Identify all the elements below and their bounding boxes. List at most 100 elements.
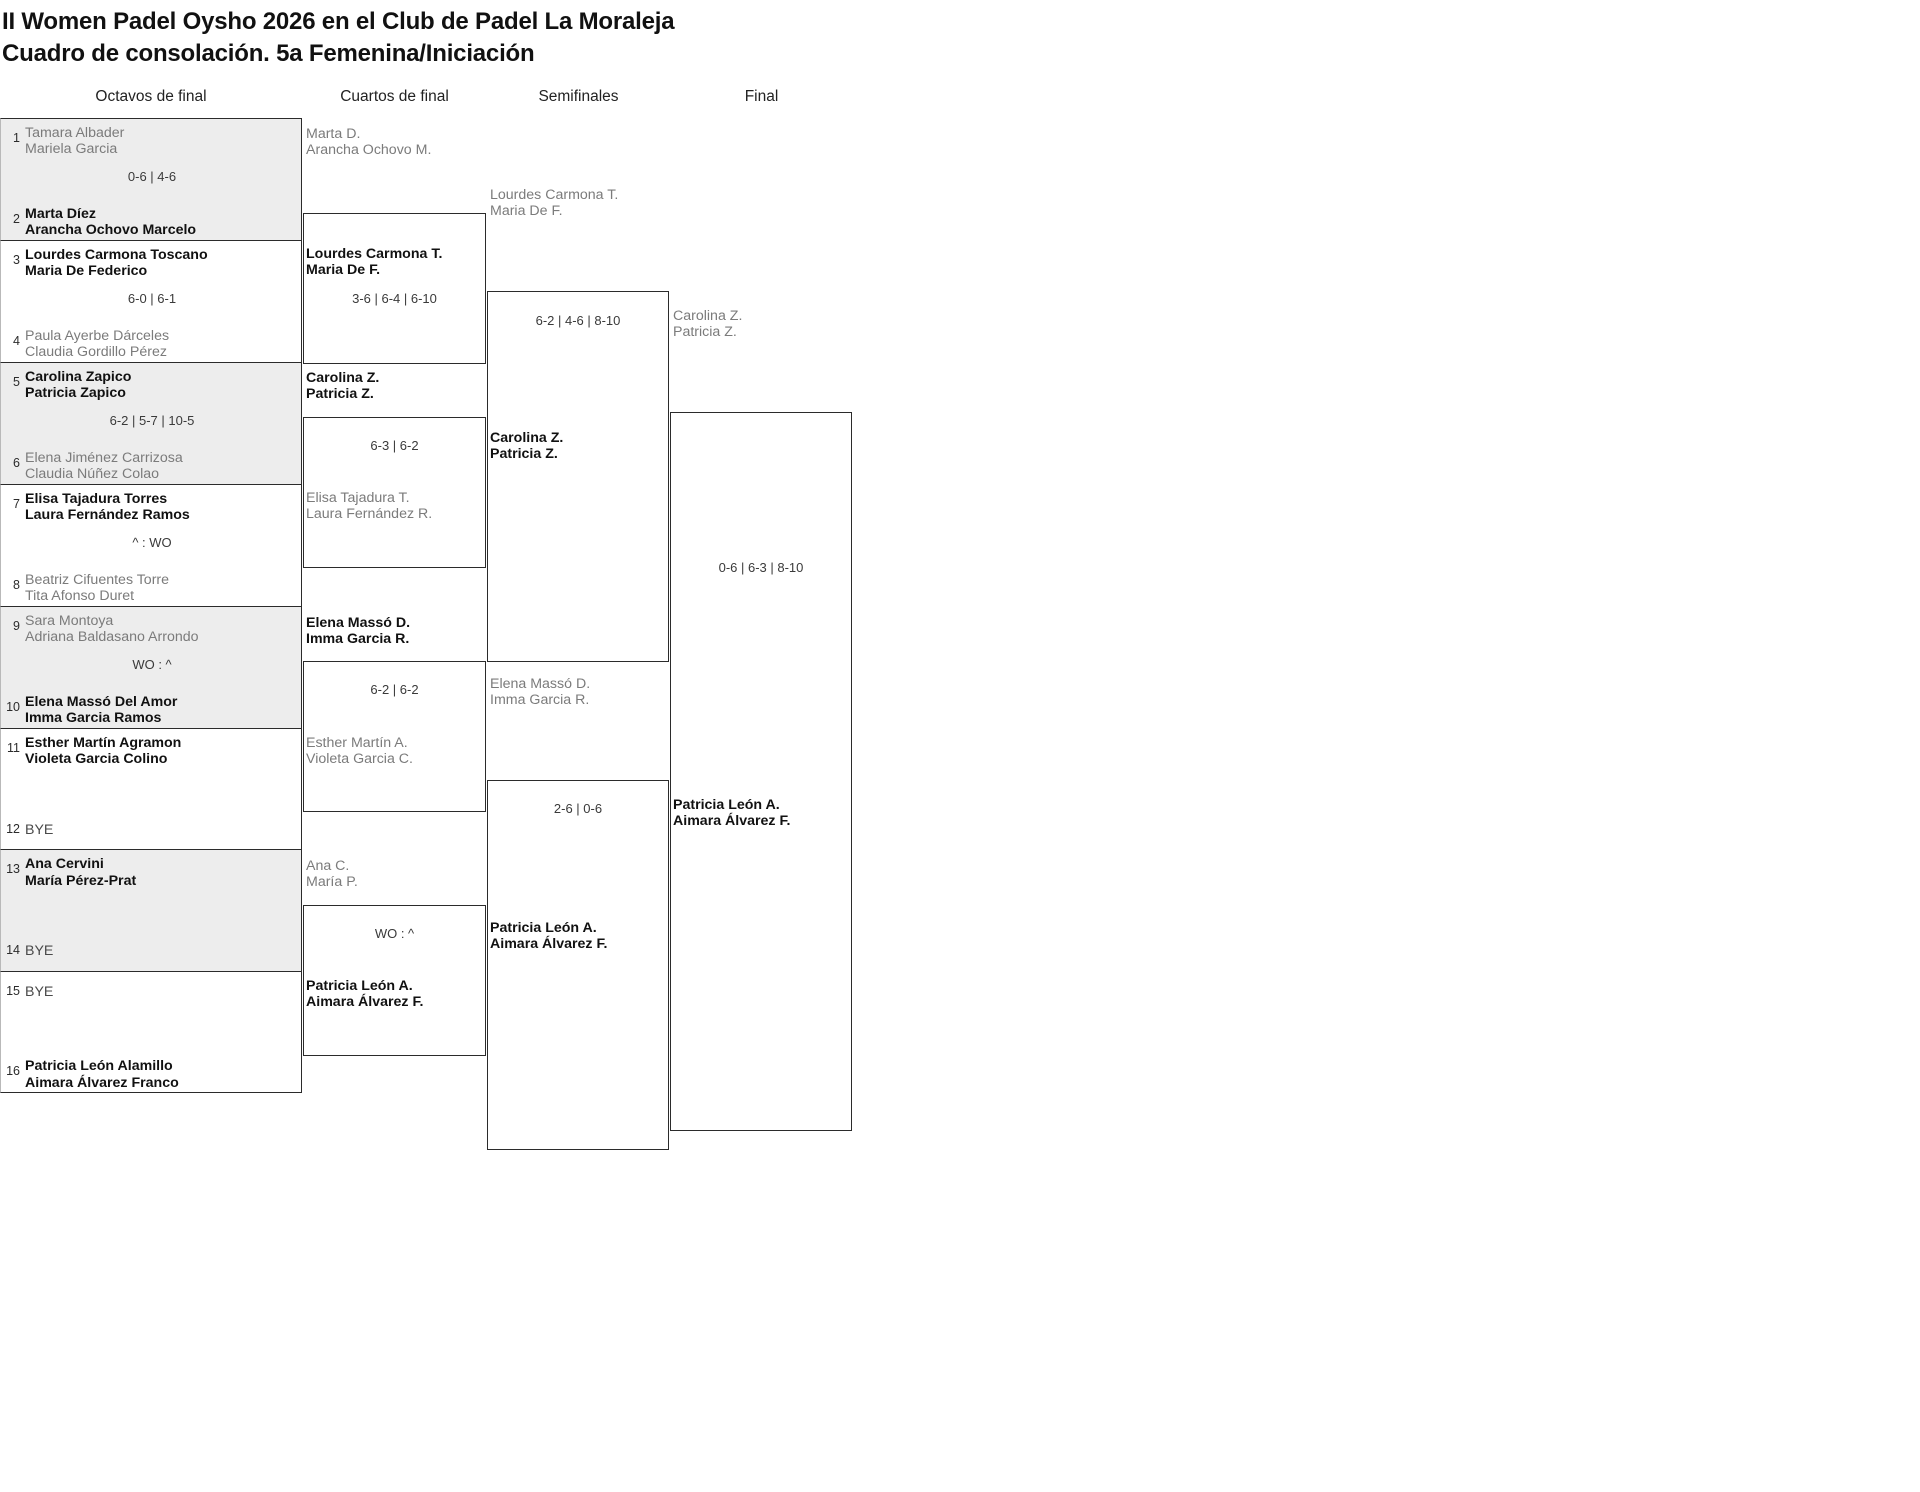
player-2-name: Maria De F. bbox=[306, 262, 381, 279]
semifinal-team-label: Patricia León A.Aimara Álvarez F. bbox=[490, 920, 608, 953]
player-1-name: Patricia León A. bbox=[490, 920, 597, 936]
player-2-name: Violeta Garcia C. bbox=[306, 751, 413, 768]
bye-label: BYE bbox=[25, 821, 54, 838]
player-1-name: Elisa Tajadura Torres bbox=[25, 490, 168, 507]
player-2-name: María P. bbox=[306, 874, 358, 891]
page-title: II Women Padel Oysho 2026 en el Club de … bbox=[2, 6, 1202, 69]
player-2-name: Violeta Garcia Colino bbox=[25, 750, 168, 767]
player-2-name: Aimara Álvarez F. bbox=[490, 936, 608, 953]
player-1-name: Patricia León A. bbox=[306, 978, 413, 994]
seed-number: 15 bbox=[6, 984, 20, 999]
semifinal-team-label: Lourdes Carmona T.Maria De F. bbox=[490, 187, 618, 220]
match-score: 3-6 | 6-4 | 6-10 bbox=[352, 291, 437, 306]
match-score: 6-2 | 5-7 | 10-5 bbox=[109, 412, 195, 428]
semifinal-team-label: Carolina Z.Patricia Z. bbox=[490, 430, 563, 463]
round-of-16-slot[interactable]: 12 BYE bbox=[1, 814, 303, 846]
semifinal-match-box[interactable] bbox=[487, 780, 669, 1150]
final-team-label: Patricia León A.Aimara Álvarez F. bbox=[673, 797, 791, 830]
player-1-name: Patricia León A. bbox=[673, 797, 780, 813]
quarterfinal-team-label: Carolina Z.Patricia Z. bbox=[306, 370, 379, 403]
seed-number: 8 bbox=[13, 577, 20, 592]
player-1-name: Elena Massó D. bbox=[306, 615, 411, 631]
round-of-16-slot[interactable]: 15 BYE bbox=[1, 976, 303, 1008]
player-1-name: Lourdes Carmona T. bbox=[306, 246, 443, 262]
column-header-final: Final bbox=[744, 88, 779, 105]
seed-number: 5 bbox=[13, 374, 20, 389]
final-match-box[interactable] bbox=[670, 412, 852, 1131]
player-2-name: Patricia Z. bbox=[306, 386, 374, 403]
quarterfinal-match-box[interactable] bbox=[303, 661, 486, 812]
quarterfinal-match-box[interactable] bbox=[303, 417, 486, 568]
quarterfinal-team-label: Lourdes Carmona T.Maria De F. bbox=[306, 246, 442, 279]
player-1-name: Sara Montoya bbox=[25, 612, 114, 629]
seed-number: 12 bbox=[6, 821, 20, 836]
player-2-name: Arancha Ochovo Marcelo bbox=[25, 222, 197, 239]
match-score: WO : ^ bbox=[132, 656, 172, 672]
player-2-name: Maria De F. bbox=[490, 203, 563, 220]
column-header-round-of-16: Octavos de final bbox=[95, 88, 207, 105]
semifinal-match-box[interactable] bbox=[487, 291, 669, 662]
quarterfinal-match-box[interactable] bbox=[303, 905, 486, 1056]
match-score: 0-6 | 4-6 bbox=[127, 169, 177, 184]
player-1-name: Esther Martín A. bbox=[306, 735, 408, 751]
player-1-name: Elena Massó Del Amor bbox=[25, 693, 178, 710]
seed-number: 11 bbox=[7, 740, 20, 755]
match-score: 6-2 | 6-2 bbox=[370, 682, 419, 697]
seed-number: 7 bbox=[13, 496, 20, 511]
player-1-name: Marta D. bbox=[306, 126, 361, 142]
tournament-subtitle: Cuadro de consolación. 5a Femenina/Inici… bbox=[2, 39, 535, 67]
player-2-name: Laura Fernández Ramos bbox=[25, 507, 190, 524]
quarterfinal-match-box[interactable] bbox=[303, 213, 486, 364]
player-2-name: Imma Garcia R. bbox=[490, 692, 590, 709]
player-2-name: Claudia Gordillo Pérez bbox=[25, 344, 167, 361]
player-1-name: Elisa Tajadura T. bbox=[306, 490, 410, 506]
quarterfinal-team-label: Elena Massó D.Imma Garcia R. bbox=[306, 615, 410, 648]
player-1-name: Ana C. bbox=[306, 858, 350, 874]
player-1-name: Elena Jiménez Carrizosa bbox=[25, 449, 183, 466]
player-2-name: Aimara Álvarez Franco bbox=[25, 1074, 179, 1091]
quarterfinal-team-label: Ana C.María P. bbox=[306, 858, 358, 891]
seed-number: 1 bbox=[13, 131, 20, 145]
player-2-name: Mariela Garcia bbox=[25, 141, 118, 158]
player-1-name: Lourdes Carmona Toscano bbox=[25, 246, 208, 263]
seed-number: 2 bbox=[13, 212, 20, 226]
player-1-name: Marta Díez bbox=[25, 206, 96, 222]
match-score: WO : ^ bbox=[374, 926, 415, 941]
player-1-name: Paula Ayerbe Dárceles bbox=[25, 327, 170, 344]
tournament-name: II Women Padel Oysho 2026 en el Club de … bbox=[2, 8, 675, 35]
bye-label: BYE bbox=[25, 984, 54, 1001]
